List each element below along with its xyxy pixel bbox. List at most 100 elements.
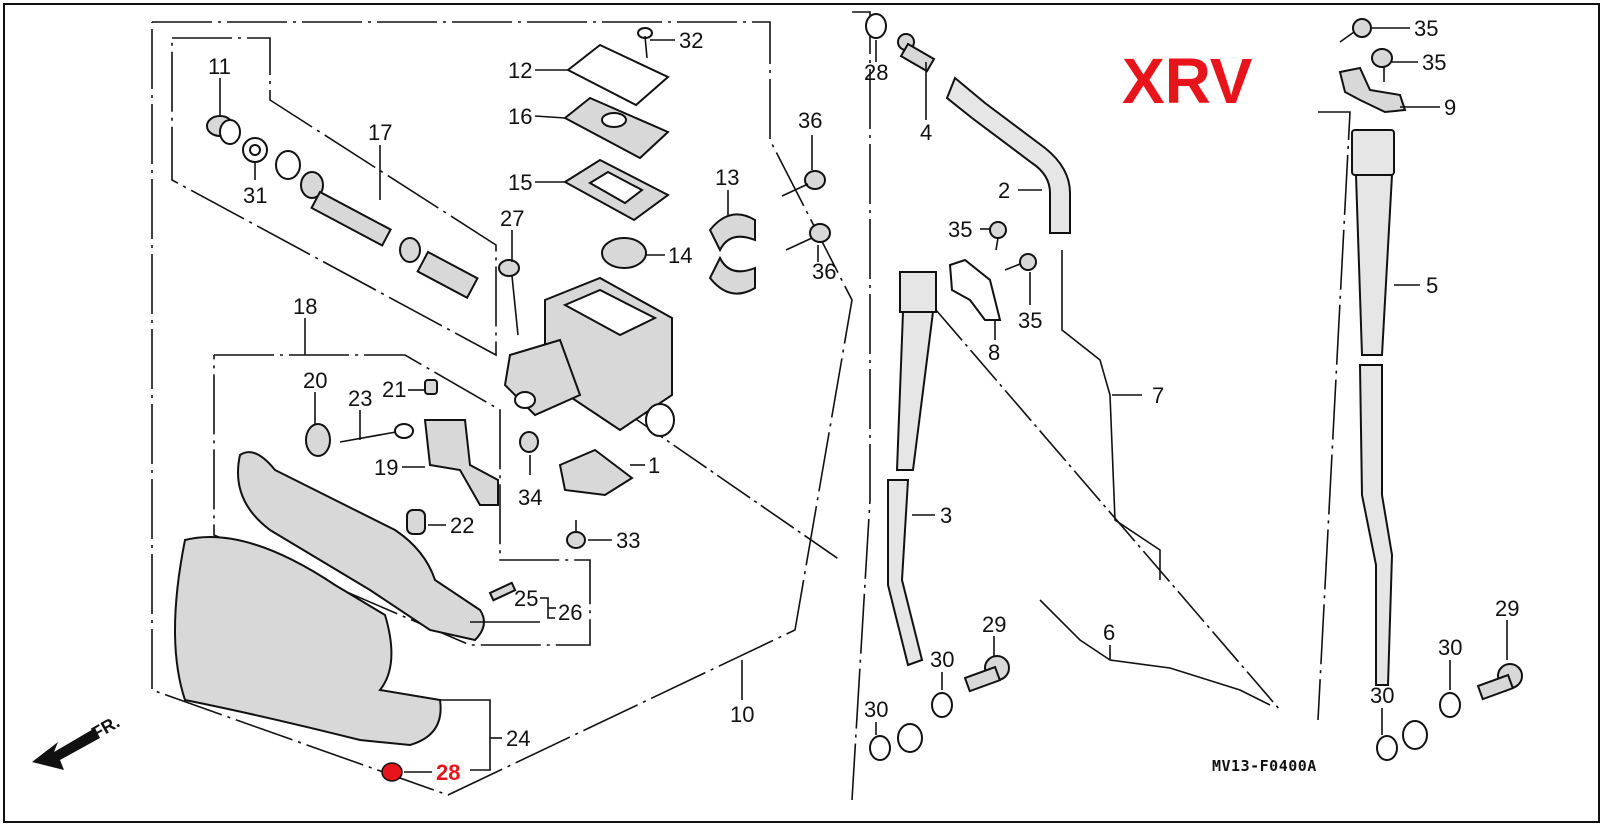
part-9-clamp[interactable] — [1338, 66, 1407, 114]
leader-lines — [219, 27, 1508, 773]
callout-3[interactable]: 3 — [940, 503, 952, 528]
part-25-spring[interactable] — [488, 581, 517, 602]
model-badge: XRV — [1122, 45, 1253, 117]
callout-30-d[interactable]: 30 — [1370, 683, 1394, 708]
callout-7[interactable]: 7 — [1152, 383, 1164, 408]
part-36-bolt-upper[interactable] — [781, 170, 826, 197]
outer-frame — [3, 3, 1600, 823]
callout-2[interactable]: 2 — [998, 178, 1010, 203]
callout-18[interactable]: 18 — [293, 294, 317, 319]
callout-17[interactable]: 17 — [368, 120, 392, 145]
part-5-brake-hose[interactable] — [1351, 129, 1428, 750]
callout-35-b[interactable]: 35 — [1018, 308, 1042, 333]
part-8-bracket[interactable] — [948, 258, 1002, 321]
part-28-washer[interactable] — [865, 13, 887, 39]
part-3-brake-hose[interactable] — [887, 271, 937, 753]
callout-29-right[interactable]: 29 — [1495, 596, 1519, 621]
callout-12[interactable]: 12 — [508, 58, 532, 83]
drawing-code: MV13-F0400A — [1212, 757, 1317, 775]
part-10-master-cylinder[interactable] — [503, 276, 675, 437]
part-29-oil-bolt-right[interactable] — [1476, 663, 1523, 701]
callout-15[interactable]: 15 — [508, 170, 532, 195]
callout-33[interactable]: 33 — [616, 528, 640, 553]
part-30-washer-c[interactable] — [1439, 692, 1461, 718]
part-30-washer-d[interactable] — [1376, 735, 1398, 761]
part-7-brake-pipe[interactable] — [1061, 250, 1161, 580]
callout-27[interactable]: 27 — [500, 206, 524, 231]
callout-30-b[interactable]: 30 — [864, 697, 888, 722]
callout-6[interactable]: 6 — [1103, 620, 1115, 645]
callout-22[interactable]: 22 — [450, 513, 474, 538]
front-direction-arrow: FR. — [32, 712, 123, 770]
part-17-piston-set[interactable] — [275, 150, 479, 300]
part-13-holder[interactable] — [708, 213, 756, 295]
callout-31[interactable]: 31 — [243, 183, 267, 208]
callout-26[interactable]: 26 — [558, 600, 582, 625]
part-29-oil-bolt-left[interactable] — [963, 655, 1010, 693]
callout-4[interactable]: 4 — [920, 120, 932, 145]
part-11-boot[interactable] — [206, 115, 241, 145]
callout-35-d[interactable]: 35 — [1422, 50, 1446, 75]
part-6-brake-pipe[interactable] — [1039, 599, 1271, 706]
part-14-float[interactable] — [601, 237, 647, 269]
part-2-brake-hose[interactable] — [945, 76, 1071, 234]
callout-16[interactable]: 16 — [508, 104, 532, 129]
assembly-boundary-17 — [171, 37, 497, 357]
part-4-oil-bolt[interactable] — [897, 33, 936, 73]
part-34-boot[interactable] — [519, 431, 539, 453]
callout-11[interactable]: 11 — [208, 54, 231, 79]
callout-28-highlighted[interactable]: 28 — [436, 760, 460, 785]
hose-boundary-left — [851, 11, 871, 801]
callout-24[interactable]: 24 — [506, 726, 530, 751]
callout-23[interactable]: 23 — [348, 386, 372, 411]
diaphragm-inner — [588, 170, 644, 205]
callout-13[interactable]: 13 — [715, 165, 739, 190]
guide-line-10 — [629, 414, 841, 561]
callout-1[interactable]: 1 — [648, 453, 660, 478]
part-35-bolt-b[interactable] — [1004, 253, 1037, 271]
callout-32[interactable]: 32 — [679, 28, 703, 53]
callout-30-a[interactable]: 30 — [930, 647, 954, 672]
part-21-nut[interactable] — [424, 379, 438, 395]
callout-28-washer[interactable]: 28 — [864, 60, 888, 85]
part-20-adjuster[interactable] — [305, 423, 331, 457]
callout-21[interactable]: 21 — [382, 377, 406, 402]
callout-19[interactable]: 19 — [374, 455, 398, 480]
part-36-bolt-lower[interactable] — [785, 223, 831, 251]
part-35-bolt-c[interactable] — [1339, 18, 1372, 43]
part-1-brake-switch[interactable] — [558, 448, 634, 497]
part-27-bolt[interactable] — [498, 259, 520, 336]
part-28-nut-highlighted[interactable] — [381, 762, 403, 782]
callout-29-left[interactable]: 29 — [982, 612, 1006, 637]
callout-35-c[interactable]: 35 — [1414, 16, 1438, 41]
callout-20[interactable]: 20 — [303, 368, 327, 393]
part-24-handguard[interactable] — [174, 536, 442, 747]
part-32-screw[interactable] — [637, 27, 653, 59]
part-19-pivot[interactable] — [423, 419, 499, 506]
callout-5[interactable]: 5 — [1426, 273, 1438, 298]
callout-36-lower[interactable]: 36 — [812, 259, 836, 284]
part-31-circlip[interactable] — [242, 137, 268, 163]
callout-9[interactable]: 9 — [1444, 95, 1456, 120]
callout-8[interactable]: 8 — [988, 340, 1000, 365]
part-16-plate[interactable] — [563, 96, 670, 160]
callout-35-a[interactable]: 35 — [948, 217, 972, 242]
part-35-bolt-d[interactable] — [1371, 48, 1393, 82]
part-35-bolt-a[interactable] — [989, 221, 1007, 251]
part-30-washer-a[interactable] — [931, 692, 953, 718]
part-33-screw[interactable] — [566, 520, 586, 549]
callout-25[interactable]: 25 — [514, 586, 538, 611]
part-lever[interactable] — [237, 451, 485, 642]
callout-10[interactable]: 10 — [730, 702, 754, 727]
part-22-collar[interactable] — [406, 509, 426, 535]
part-12-reservoir-cap[interactable] — [566, 43, 670, 107]
callout-30-c[interactable]: 30 — [1438, 635, 1462, 660]
plate-hole — [601, 112, 627, 128]
part-23-push-rod[interactable] — [339, 423, 414, 443]
guide-line-6 — [935, 309, 1281, 711]
callout-36-upper[interactable]: 36 — [798, 108, 822, 133]
callout-34[interactable]: 34 — [518, 485, 542, 510]
callout-14[interactable]: 14 — [668, 243, 692, 268]
part-30-washer-b[interactable] — [869, 735, 891, 761]
